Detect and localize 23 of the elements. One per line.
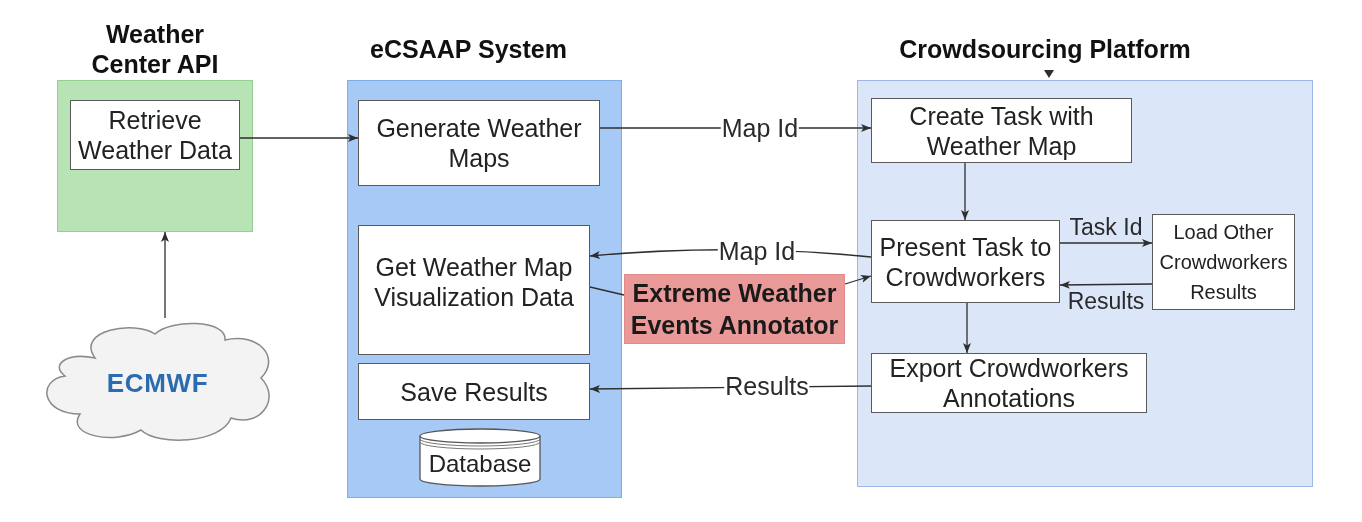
process-box: Retrieve Weather Data — [70, 100, 240, 170]
process-box: Create Task with Weather Map — [871, 98, 1132, 163]
database-cylinder: Database — [419, 428, 541, 487]
process-box: Export Crowdworkers Annotations — [871, 353, 1147, 413]
process-box: Load Other Crowdworkers Results — [1152, 214, 1295, 310]
arrow — [961, 162, 969, 221]
arrow — [844, 275, 872, 285]
arrow — [239, 134, 359, 142]
process-box: Save Results — [358, 363, 590, 420]
arrow — [963, 302, 971, 354]
arrow — [1059, 280, 1153, 289]
arrow — [1059, 239, 1153, 247]
arrow — [161, 231, 169, 319]
panel-title: eCSAAP System — [370, 34, 567, 64]
panel-title: Crowdsourcing Platform — [899, 34, 1191, 64]
process-box: Present Task to Crowdworkers — [871, 220, 1060, 303]
highlight-box: Extreme Weather Events Annotator — [624, 274, 845, 344]
process-box: Get Weather Map Visualization Data — [358, 225, 590, 355]
panel-title: Weather Center API — [90, 19, 220, 79]
process-box: Generate Weather Maps — [358, 100, 600, 186]
edge-label: Results — [1067, 289, 1145, 313]
connector-line — [589, 286, 625, 296]
edge-label: Task Id — [1069, 215, 1143, 239]
